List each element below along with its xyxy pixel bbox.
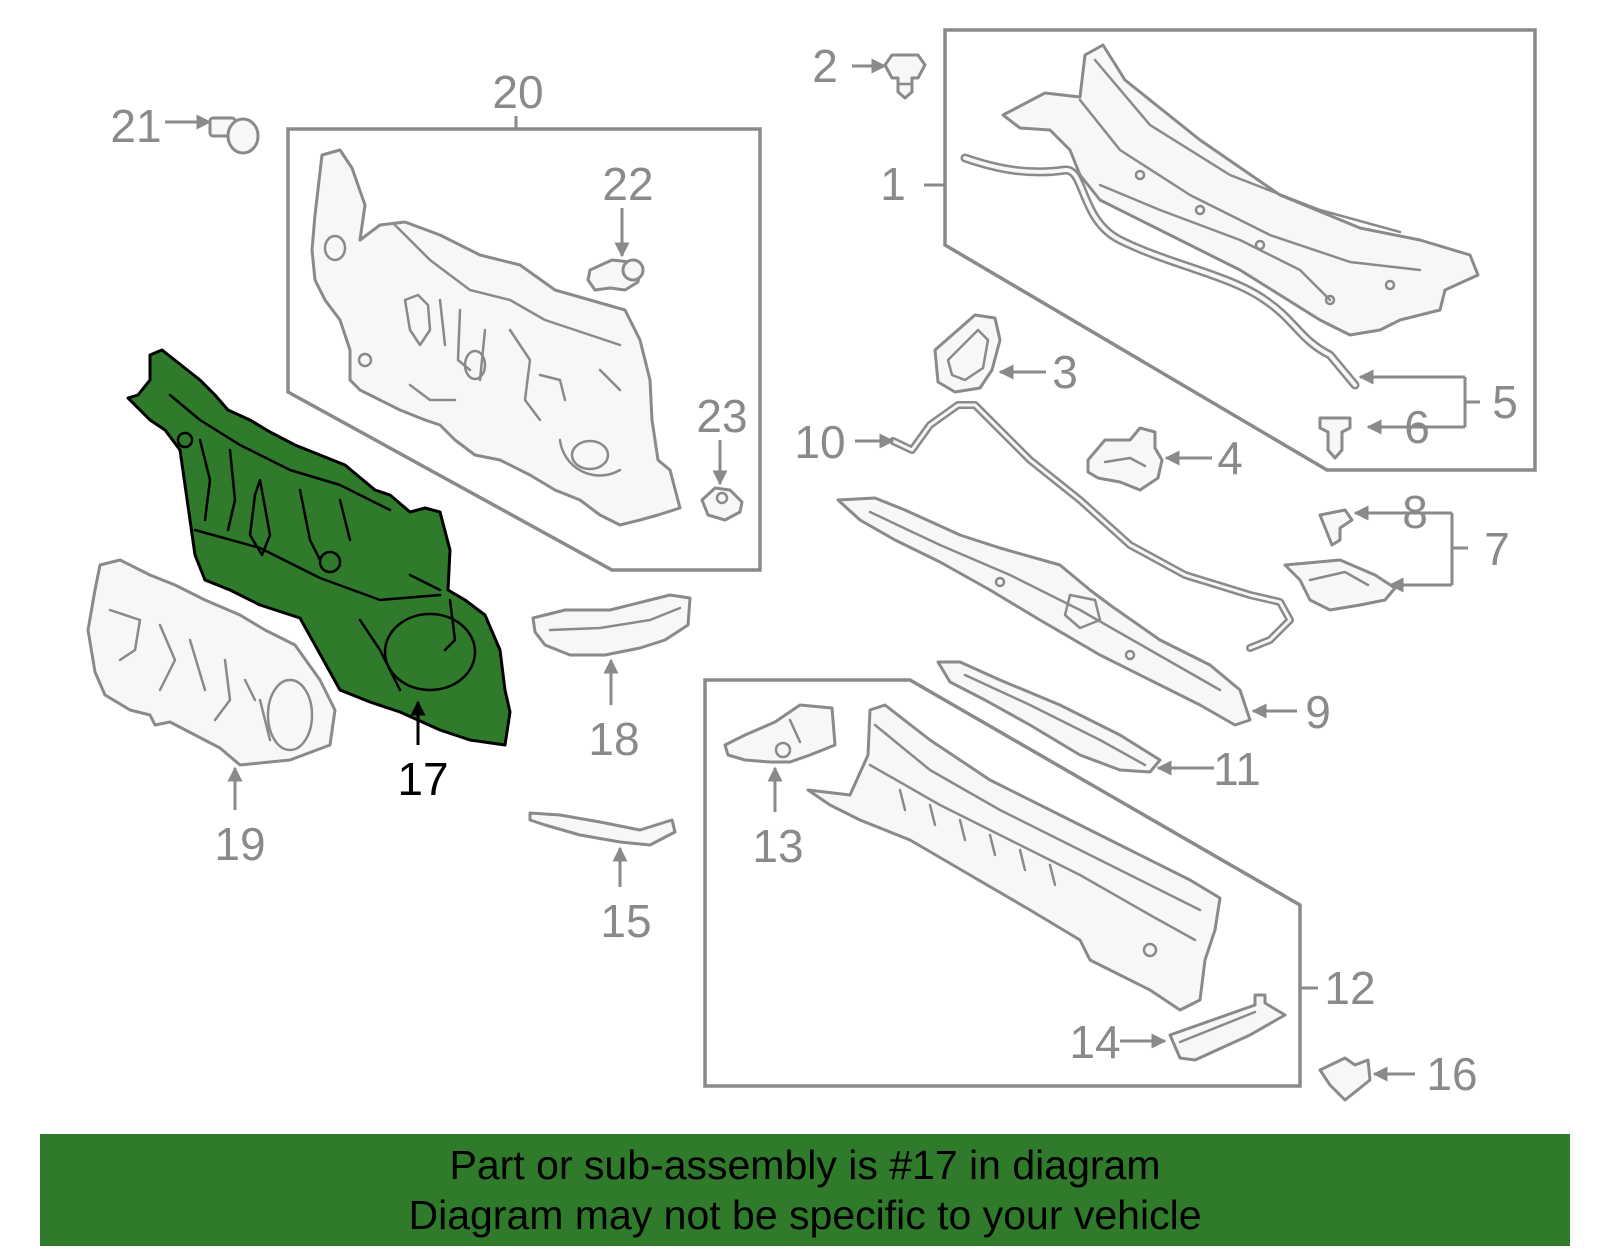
callout-14: 14 (1069, 1016, 1120, 1068)
callout-10: 10 (794, 416, 845, 468)
callout-23: 23 (696, 390, 747, 442)
group-frame-1 (943, 28, 1537, 472)
part-19-insulator (86, 558, 337, 767)
callout-22: 22 (602, 158, 653, 210)
callout-17: 17 (397, 753, 448, 805)
part-12-lower-cowl (806, 703, 1222, 1012)
group-frame-20 (286, 116, 762, 572)
part-9-inner-panel (836, 496, 1252, 727)
banner-line-disclaimer: Diagram may not be specific to your vehi… (408, 1192, 1202, 1238)
info-banner: Part or sub-assembly is #17 in diagram D… (40, 1134, 1570, 1246)
part-4-bracket (1086, 426, 1164, 492)
part-20-dash-panel (310, 148, 682, 527)
part-7-bracket (1283, 558, 1397, 612)
callout-7: 7 (1484, 523, 1510, 575)
part-6-clip (1318, 416, 1352, 460)
part-21-bolt (208, 116, 260, 155)
callout-19: 19 (214, 818, 265, 870)
part-11-strip (936, 660, 1162, 774)
callout-5: 5 (1492, 376, 1518, 428)
part-17-dash-insulator-highlighted[interactable] (126, 348, 512, 747)
part-23-clip (700, 486, 744, 522)
part-10-rod (889, 401, 1294, 652)
callout-3: 3 (1052, 346, 1078, 398)
part-13-bracket (723, 703, 837, 764)
part-16-bracket (1318, 1056, 1372, 1102)
group-frame-12 (703, 678, 1302, 1088)
part-22-clip (586, 258, 645, 292)
callout-15: 15 (600, 895, 651, 947)
callout-6: 6 (1404, 401, 1430, 453)
callout-8: 8 (1402, 486, 1428, 538)
callout-2: 2 (812, 40, 838, 92)
callout-20: 20 (492, 66, 543, 118)
callout-21: 21 (110, 100, 161, 152)
callout-13: 13 (752, 820, 803, 872)
callout-9: 9 (1305, 686, 1331, 738)
part-15-strip (528, 811, 677, 847)
callout-18: 18 (588, 713, 639, 765)
part-5-seal-strip (960, 153, 1360, 390)
part-2-clip (883, 53, 927, 100)
part-14-bracket (1168, 993, 1287, 1062)
callout-16: 16 (1426, 1048, 1477, 1100)
parts-diagram: 1 2 3 4 5 6 7 8 9 10 11 12 13 14 15 16 1… (86, 28, 1537, 1102)
callout-11: 11 (1213, 743, 1261, 795)
part-18-brace (531, 593, 692, 657)
part-1-cowl-panel (1001, 43, 1480, 337)
banner-line-part-number: Part or sub-assembly is #17 in diagram (449, 1142, 1161, 1188)
part-3-bracket (933, 313, 1002, 394)
callout-12: 12 (1324, 962, 1375, 1014)
callout-4: 4 (1217, 432, 1243, 484)
callout-1: 1 (880, 158, 906, 210)
part-8-clip (1318, 508, 1354, 547)
